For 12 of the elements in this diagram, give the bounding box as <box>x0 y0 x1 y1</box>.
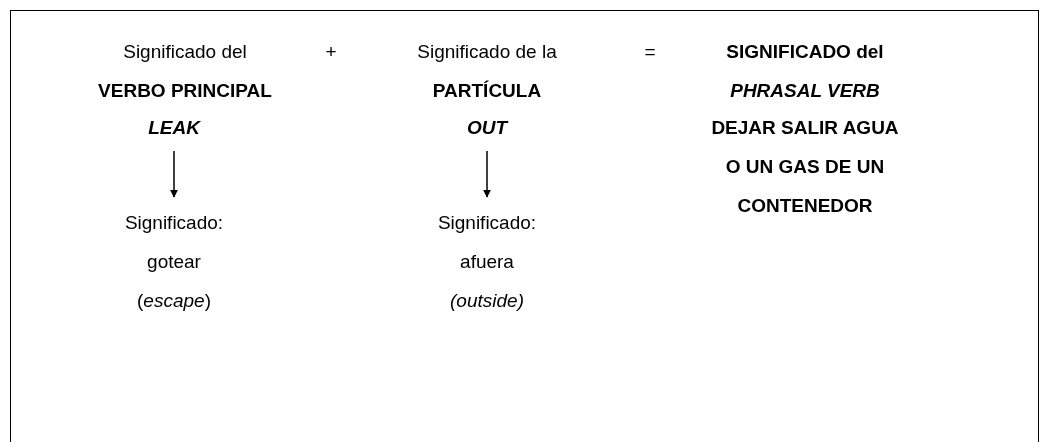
arrow <box>170 150 178 198</box>
operator-sign: + <box>324 40 338 64</box>
result-text: DEJAR SALIR AGUA O UN GAS DE UN CONTENEDOR <box>710 116 900 218</box>
column-heading: Significado del VERBO PRINCIPAL <box>97 40 273 103</box>
operator-sign: = <box>643 40 657 64</box>
column-heading: Significado de la PARTÍCULA <box>416 40 558 103</box>
verb-word: LEAK <box>104 108 244 147</box>
meaning-text: Significado: gotear (escape) <box>111 203 237 320</box>
verb-word: OUT <box>417 108 557 147</box>
column-heading: SIGNIFICADO del PHRASAL VERB <box>725 40 885 103</box>
meaning-text: Significado: afuera (outside) <box>424 203 550 320</box>
arrow <box>483 150 491 198</box>
